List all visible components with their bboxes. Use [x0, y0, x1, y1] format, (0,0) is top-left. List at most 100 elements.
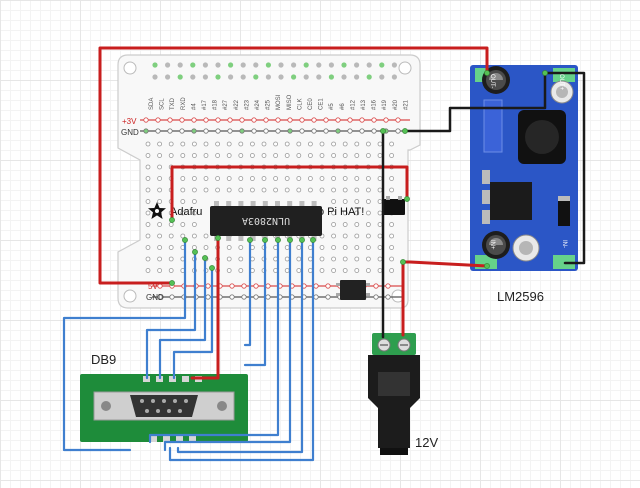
header-hole: [265, 74, 271, 80]
ic-pin: [250, 201, 256, 207]
rail-hole: [275, 128, 281, 134]
proto-hole: [238, 153, 244, 158]
rail-hole: [191, 128, 197, 134]
proto-hole: [377, 222, 383, 227]
rail-hole: [229, 294, 235, 300]
proto-hole: [226, 187, 232, 193]
proto-hole: [296, 176, 302, 181]
db9-pad: [150, 436, 157, 442]
proto-hole: [226, 141, 232, 147]
proto-hole: [331, 222, 337, 227]
proto-hole: [365, 233, 371, 239]
proto-hole: [157, 176, 163, 181]
proto-hole: [145, 268, 151, 273]
proto-hole: [331, 210, 337, 216]
proto-hole: [342, 141, 348, 147]
db9-pin: [151, 399, 155, 403]
proto-hole: [157, 222, 163, 227]
rail-3v-label: +3V: [122, 117, 137, 126]
proto-hole: [180, 210, 186, 216]
proto-hole: [377, 176, 383, 181]
wire-endpoint: [192, 249, 198, 255]
header-hole: [303, 62, 309, 68]
proto-hole: [296, 268, 302, 273]
rail-hole: [395, 128, 401, 134]
proto-hole: [365, 268, 371, 273]
proto-hole: [307, 153, 313, 158]
proto-hole: [319, 245, 325, 250]
header-hole: [165, 62, 171, 68]
wire-red-ic-to-db9: [170, 165, 409, 222]
rail-hole: [265, 294, 271, 300]
pin-label: #25: [266, 99, 272, 110]
rail-hole: [359, 117, 365, 123]
smd-chip: [336, 280, 370, 300]
proto-hole: [215, 141, 221, 147]
proto-hole: [180, 176, 186, 181]
pin-label: #18: [213, 99, 219, 110]
proto-hole: [145, 153, 151, 158]
header-hole: [202, 74, 208, 80]
pin-label: MOSI: [276, 94, 282, 110]
proto-hole: [319, 141, 325, 147]
rail-hole: [227, 117, 233, 123]
proto-hole: [307, 176, 313, 181]
header-hole: [278, 62, 284, 68]
pin-label: CE0: [308, 98, 314, 110]
proto-hole: [354, 176, 360, 181]
db9-pad: [163, 436, 170, 442]
proto-hole: [203, 187, 209, 193]
smd-component: [383, 196, 405, 215]
rail-hole: [313, 283, 319, 289]
header-hole: [228, 74, 234, 80]
wire-blue: [172, 266, 214, 380]
header-hole: [354, 74, 360, 80]
rail-hole: [371, 117, 377, 123]
db9-pin: [145, 409, 149, 413]
proto-hole: [249, 153, 255, 158]
ic-pin: [275, 201, 280, 207]
proto-hole: [168, 268, 174, 273]
proto-hole: [157, 233, 163, 239]
pin-label: #6: [340, 103, 346, 110]
wire-black-gnd-to-reg-out: [403, 71, 547, 133]
header-hole: [291, 74, 297, 80]
proto-hole: [284, 256, 290, 262]
wire-endpoint: [202, 255, 208, 261]
mount-hole: [123, 61, 137, 75]
proto-hole: [389, 187, 395, 193]
pin-label: #27: [223, 99, 229, 110]
header-hole: [265, 62, 271, 68]
header-hole: [366, 74, 372, 80]
proto-hole: [226, 153, 232, 158]
rail-hole: [265, 283, 271, 289]
rail-hole: [299, 128, 305, 134]
proto-hole: [354, 141, 360, 147]
proto-hole: [389, 233, 395, 239]
rail-5v-label: 5V: [148, 282, 158, 291]
wire-red-ic-com-to-db9: [190, 236, 220, 380]
db9-pin: [184, 399, 188, 403]
proto-hole: [180, 141, 186, 147]
db9-connector: [80, 374, 248, 442]
rail-hole: [275, 117, 281, 123]
proto-hole: [273, 153, 279, 158]
rail-hole: [325, 283, 331, 289]
wire-blue: [145, 250, 197, 380]
proto-hole: [365, 176, 371, 181]
proto-hole: [331, 141, 337, 147]
rail-hole: [155, 117, 161, 123]
proto-hole: [203, 176, 209, 181]
proto-hole: [238, 268, 244, 273]
in-plus-label: IN+: [489, 240, 495, 250]
proto-hole: [168, 256, 174, 262]
ic-label: ULN2803A: [242, 215, 290, 226]
proto-hole: [389, 268, 395, 273]
rail-hole: [385, 283, 391, 289]
wire-endpoint: [380, 128, 386, 134]
db9-pad: [182, 376, 189, 382]
proto-hole: [203, 153, 209, 158]
rail-hole: [241, 283, 247, 289]
rail-hole: [239, 117, 245, 123]
